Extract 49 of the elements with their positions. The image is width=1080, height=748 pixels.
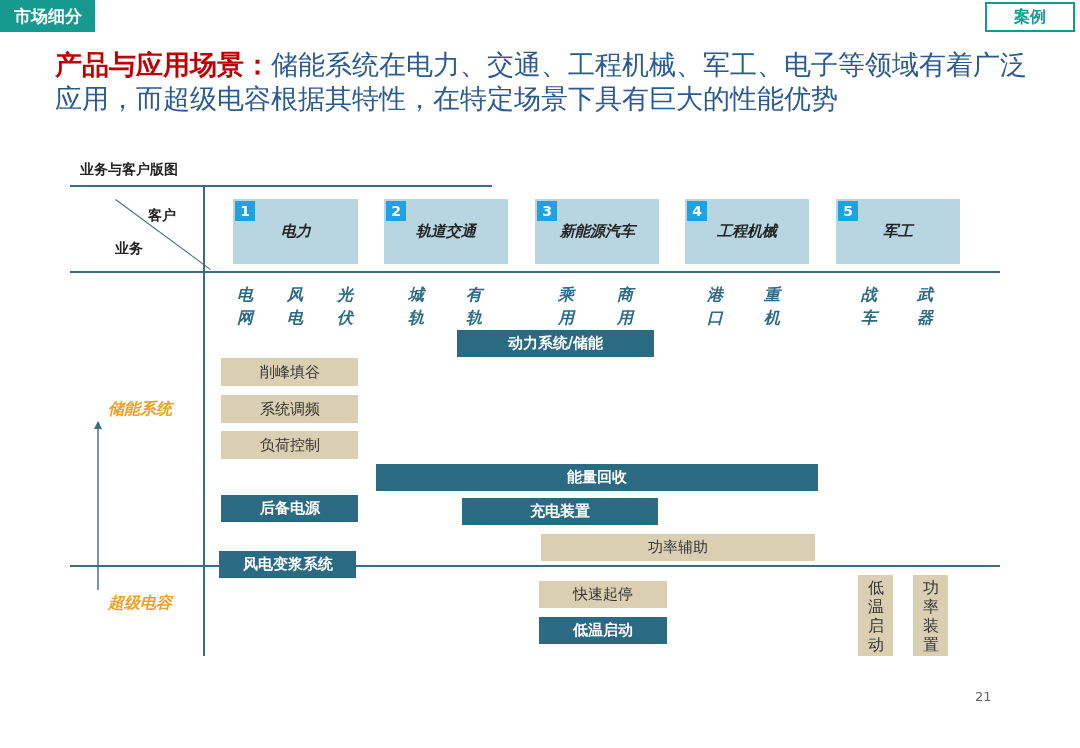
step-number: 2 (386, 201, 406, 221)
step-number: 3 (537, 201, 557, 221)
segment-label: 有轨 (466, 283, 484, 329)
application-bar: 充电装置 (462, 498, 658, 525)
application-bar: 后备电源 (221, 495, 358, 522)
application-bar: 风电变浆系统 (219, 551, 356, 578)
segment-label: 乘用 (558, 284, 576, 329)
section-tab: 市场细分 (0, 0, 95, 32)
application-bar: 负荷控制 (221, 431, 358, 459)
case-tag: 案例 (985, 2, 1075, 32)
chart-heading: 业务与客户版图 (80, 161, 178, 179)
category-title: 工程机械 (717, 222, 777, 241)
segment-label: 风电 (287, 284, 305, 329)
segment-label: 武器 (917, 284, 935, 329)
step-number: 5 (838, 201, 858, 221)
step-number: 4 (687, 201, 707, 221)
application-bar: 能量回收 (376, 464, 818, 491)
category-header (685, 199, 809, 264)
segment-label: 电网 (237, 284, 255, 329)
row-axis-label: 业务 (115, 240, 143, 258)
category-header (233, 199, 358, 264)
application-bar: 低温启动 (539, 617, 667, 644)
application-bar: 低温启动 (858, 575, 893, 656)
application-bar: 快速起停 (539, 581, 667, 608)
segment-label: 光伏 (337, 284, 355, 329)
category-header (384, 199, 508, 264)
segment-label: 商用 (617, 283, 635, 329)
slide-title: 产品与应用场景：储能系统在电力、交通、工程机械、军工、电子等领域有着广泛应用，而超级电容根据其特性，在特定场景下具有巨大的性能优势 (55, 48, 1028, 116)
category-title: 军工 (883, 222, 913, 241)
application-bar: 削峰填谷 (221, 358, 358, 386)
segment-label: 港口 (707, 284, 725, 329)
segment-label: 重机 (764, 284, 782, 329)
category-header (535, 199, 659, 264)
application-bar: 系统调频 (221, 395, 358, 423)
category-title: 新能源汽车 (559, 222, 635, 241)
arrow (94, 421, 102, 591)
step-number: 1 (235, 201, 255, 221)
row-label: 储能系统 (100, 396, 180, 422)
category-title: 电力 (280, 222, 311, 241)
application-bar: 动力系统/储能 (457, 330, 654, 357)
category-title: 轨道交通 (416, 222, 476, 241)
application-bar: 功率装置 (913, 575, 948, 656)
segment-label: 战车 (861, 283, 879, 329)
category-header (836, 199, 960, 264)
segment-label: 城轨 (408, 284, 426, 329)
column-axis-label: 客户 (148, 207, 176, 225)
application-bar: 功率辅助 (541, 534, 815, 561)
row-label: 超级电容 (100, 590, 180, 616)
page-number: 21 (975, 689, 992, 704)
